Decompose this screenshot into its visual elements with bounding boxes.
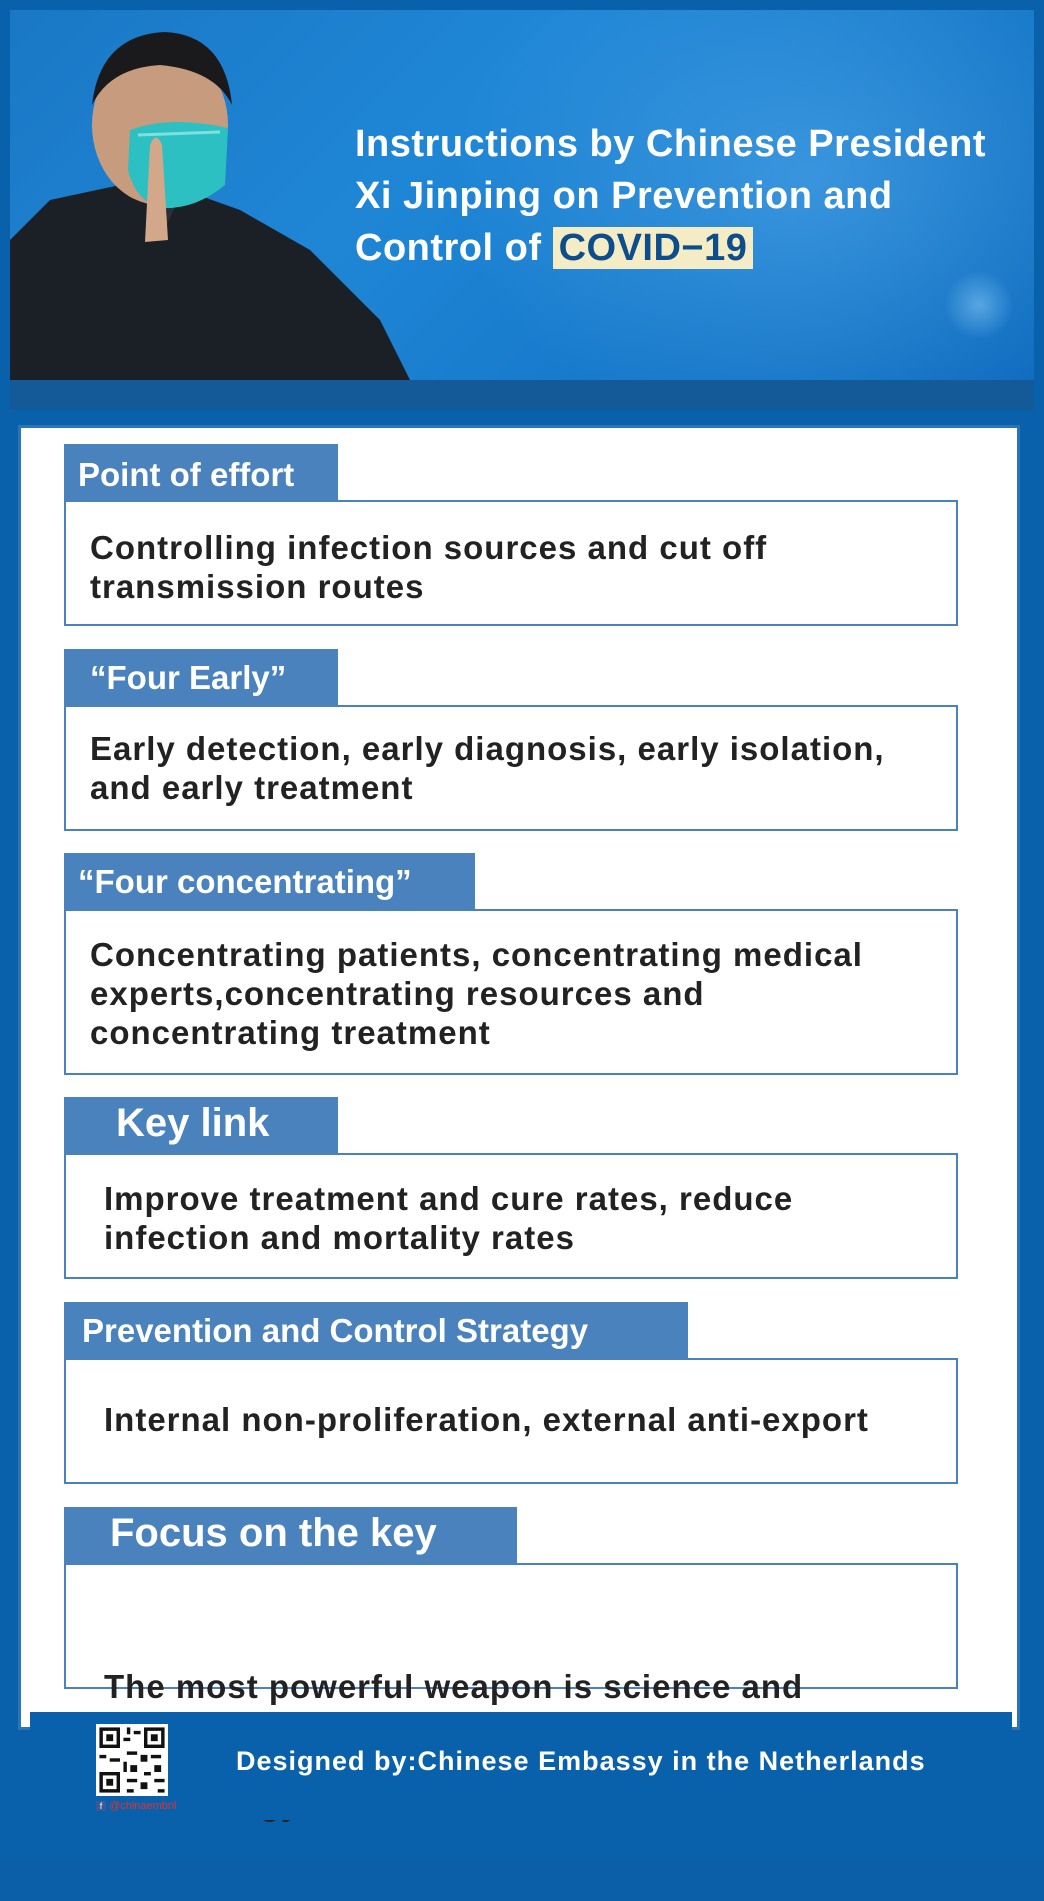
title-highlight: COVID−19 xyxy=(552,227,754,269)
content-line: Early detection, early diagnosis, early … xyxy=(90,730,885,767)
content-line: Internal non-proliferation, external ant… xyxy=(104,1401,869,1438)
content-line: experts,concentrating resources and xyxy=(90,975,705,1012)
content-line: concentrating treatment xyxy=(90,1014,491,1051)
social-handle-text: @chinaembnl xyxy=(109,1800,177,1812)
section-tab: Key link xyxy=(64,1097,338,1153)
section-content: Concentrating patients, concentrating me… xyxy=(64,909,958,1075)
section-content: Controlling infection sources and cut of… xyxy=(64,500,958,626)
section-content: Improve treatment and cure rates, reduce… xyxy=(64,1153,958,1279)
section-tab: Prevention and Control Strategy xyxy=(64,1302,688,1358)
social-handle: f @chinaembnl xyxy=(96,1800,177,1812)
title-line-2: Xi Jinping on Prevention and xyxy=(355,175,893,217)
designer-credit: Designed by:Chinese Embassy in the Nethe… xyxy=(236,1746,926,1776)
content-line: Improve treatment and cure rates, reduce xyxy=(104,1180,794,1217)
page-title: Instructions by Chinese President Xi Jin… xyxy=(355,118,1034,274)
title-line-3-prefix: Control of xyxy=(355,227,553,269)
content-line: transmission routes xyxy=(90,568,425,605)
qr-code-icon xyxy=(96,1724,168,1796)
section-content: Early detection, early diagnosis, early … xyxy=(64,705,958,831)
section-tab: Point of effort xyxy=(64,444,338,500)
portrait-photo xyxy=(10,32,410,380)
content-line: Concentrating patients, concentrating me… xyxy=(90,936,863,973)
footer-bar: f @chinaembnl Designed by:Chinese Embass… xyxy=(30,1712,1012,1820)
header-divider xyxy=(10,380,1034,410)
title-line-1: Instructions by Chinese President xyxy=(355,123,986,165)
facebook-icon: f xyxy=(96,1801,106,1811)
section-tab: “Four Early” xyxy=(64,649,338,705)
title-line-3: Control of COVID−19 xyxy=(355,222,1034,274)
content-line: infection and mortality rates xyxy=(104,1219,575,1256)
section-tab: “Four concentrating” xyxy=(64,853,475,909)
section-content: The most powerful weapon is science and … xyxy=(64,1563,958,1822)
content-line: The most powerful weapon is science and xyxy=(104,1668,804,1705)
section-content: Internal non-proliferation, external ant… xyxy=(64,1358,958,1484)
content-line: and early treatment xyxy=(90,769,414,806)
content-line: Controlling infection sources and cut of… xyxy=(90,529,768,566)
section-tab: Focus on the key xyxy=(64,1507,517,1563)
header-banner: Instructions by Chinese President Xi Jin… xyxy=(10,10,1034,380)
